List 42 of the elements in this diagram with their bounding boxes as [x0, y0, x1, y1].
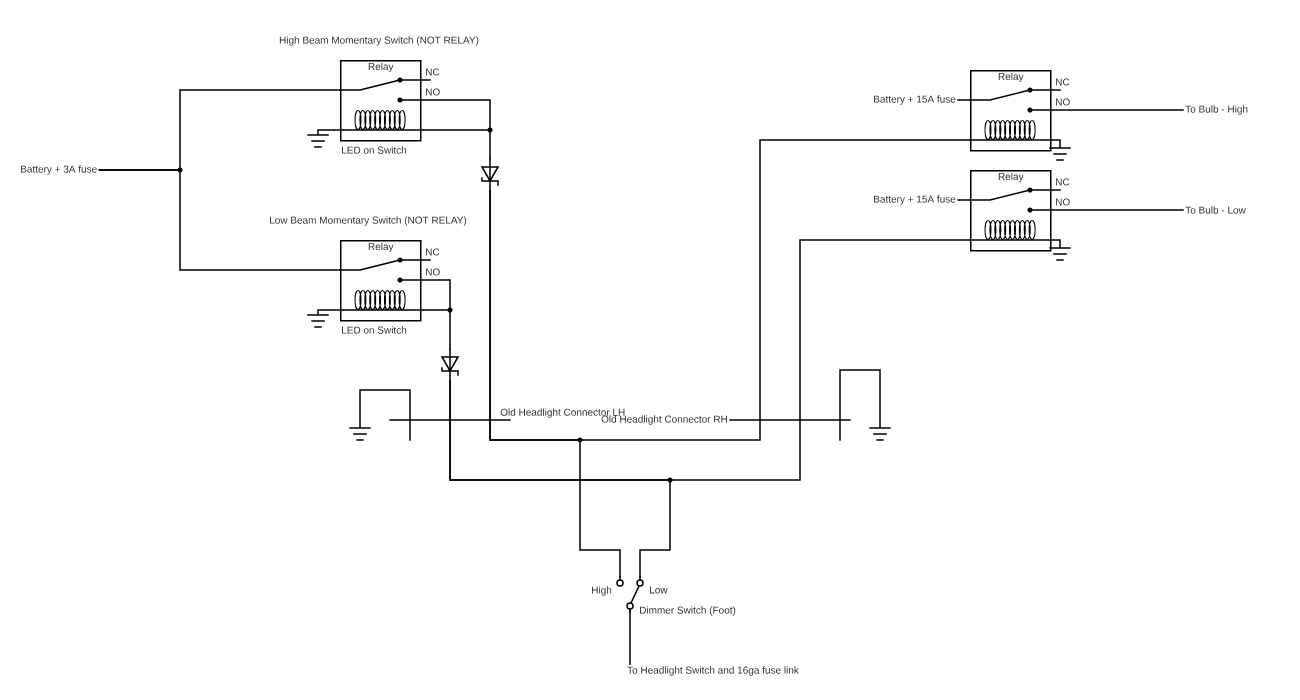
wire: [409, 419, 511, 421]
pin-label: NC: [1056, 78, 1070, 86]
pin-label: NC: [426, 68, 440, 76]
wire: [957, 99, 971, 101]
pin-label: NO: [1056, 198, 1070, 206]
wire: [729, 419, 841, 421]
relay-box: Relay: [970, 70, 1052, 152]
switch-caption: LED on Switch: [342, 326, 407, 334]
pin-label: NC: [1056, 178, 1070, 186]
wire: [420, 279, 451, 350]
terminal-label: To Bulb - Low: [1185, 206, 1246, 214]
headlight-connector-drawing: [839, 369, 891, 441]
relay-box: Relay: [340, 240, 422, 322]
wire: [449, 380, 671, 578]
diode-symbol: [481, 158, 500, 192]
terminal-label: Battery + 15A fuse: [874, 195, 956, 205]
relay-box: Relay: [340, 60, 422, 142]
relay-box: Relay: [970, 170, 1052, 252]
wire: [957, 199, 971, 201]
pin-label: NC: [426, 248, 440, 256]
switch-caption: High: [592, 586, 612, 596]
switch-caption: LED on Switch: [342, 146, 407, 154]
terminal-label: Battery + 15A fuse: [874, 95, 956, 105]
pin-label: NO: [426, 268, 440, 276]
wire: [420, 99, 491, 160]
wire: [629, 610, 631, 665]
terminal-label: Battery + 3A fuse: [21, 165, 97, 175]
pin-label: NO: [1056, 98, 1070, 106]
switch-caption: Low: [650, 586, 668, 594]
wire: [1050, 209, 1184, 211]
wire: [98, 169, 341, 271]
headlight-connector-drawing: [349, 389, 411, 441]
wire: [1050, 109, 1184, 111]
diode-symbol: [441, 348, 460, 382]
switch-caption: Dimmer Switch (Foot): [640, 606, 736, 616]
pin-label: NO: [426, 88, 440, 96]
switch-heading: High Beam Momentary Switch (NOT RELAY): [279, 36, 479, 46]
terminal-label: Old Headlight Connector RH: [601, 415, 727, 425]
switch-heading: Low Beam Momentary Switch (NOT RELAY): [270, 216, 467, 226]
terminal-label: To Headlight Switch and 16ga fuse link: [627, 666, 799, 676]
terminal-label: To Bulb - High: [1185, 105, 1248, 115]
wire: [489, 190, 621, 578]
